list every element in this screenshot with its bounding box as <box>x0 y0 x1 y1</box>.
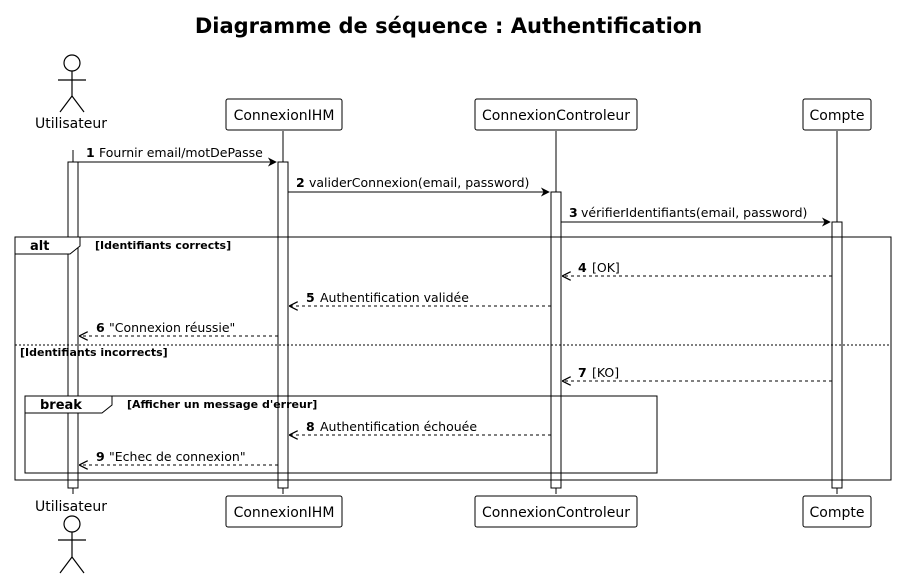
activation-ctrl <box>550 191 562 489</box>
participant-ctrl-label-bottom: ConnexionControleur <box>482 505 630 521</box>
activation-compte <box>831 221 843 489</box>
alt-guard-2: [Identifiants incorrects] <box>20 346 168 359</box>
break-guard: [Afficher un message d'erreur] <box>127 398 317 411</box>
message-5-number: 5 <box>306 290 315 305</box>
break-keyword: break <box>40 398 82 413</box>
participant-ihm-bottom: ConnexionIHM <box>225 495 343 528</box>
message-7-label: [KO] <box>592 365 619 380</box>
message-1-number: 1 <box>86 145 95 160</box>
message-7-number: 7 <box>578 365 587 380</box>
actor-utilisateur-bottom <box>58 515 86 574</box>
participant-compte-label-bottom: Compte <box>810 505 865 521</box>
participant-compte-label: Compte <box>810 108 865 124</box>
message-4-number: 4 <box>578 260 587 275</box>
message-4-label: [OK] <box>592 260 620 275</box>
participant-ctrl-label: ConnexionControleur <box>482 108 630 124</box>
participant-compte-top: Compte <box>802 98 872 131</box>
message-1-label: Fournir email/motDePasse <box>99 145 263 160</box>
actor-utilisateur-top <box>58 54 86 113</box>
message-5-label: Authentification validée <box>320 290 469 305</box>
activation-ihm <box>277 161 289 489</box>
message-8-number: 8 <box>306 419 315 434</box>
message-2-label: validerConnexion(email, password) <box>309 175 529 190</box>
message-6-number: 6 <box>96 320 105 335</box>
participant-compte-bottom: Compte <box>802 495 872 528</box>
participant-ihm-label-bottom: ConnexionIHM <box>234 505 335 521</box>
break-fragment: break [Afficher un message d'erreur] <box>24 395 658 474</box>
alt-fragment: alt [Identifiants corrects] [Identifiant… <box>14 236 892 481</box>
message-3-label: vérifierIdentifiants(email, password) <box>581 205 807 220</box>
message-9-number: 9 <box>96 449 105 464</box>
participant-ihm-top: ConnexionIHM <box>225 98 343 131</box>
message-3-number: 3 <box>569 205 578 220</box>
message-6-label: "Connexion réussie" <box>109 320 235 335</box>
diagram-title: Diagramme de séquence : Authentification <box>194 14 703 38</box>
activation-utilisateur <box>67 161 79 489</box>
actor-label-top: Utilisateur <box>35 116 107 132</box>
message-2-number: 2 <box>296 175 305 190</box>
actor-label-bottom: Utilisateur <box>35 499 107 515</box>
participant-ctrl-bottom: ConnexionControleur <box>474 495 638 528</box>
message-8-label: Authentification échouée <box>320 419 477 434</box>
alt-guard-1: [Identifiants corrects] <box>95 239 231 252</box>
participant-ctrl-top: ConnexionControleur <box>474 98 638 131</box>
message-9-label: "Echec de connexion" <box>109 449 246 464</box>
participant-ihm-label: ConnexionIHM <box>234 108 335 124</box>
alt-keyword: alt <box>30 239 49 254</box>
